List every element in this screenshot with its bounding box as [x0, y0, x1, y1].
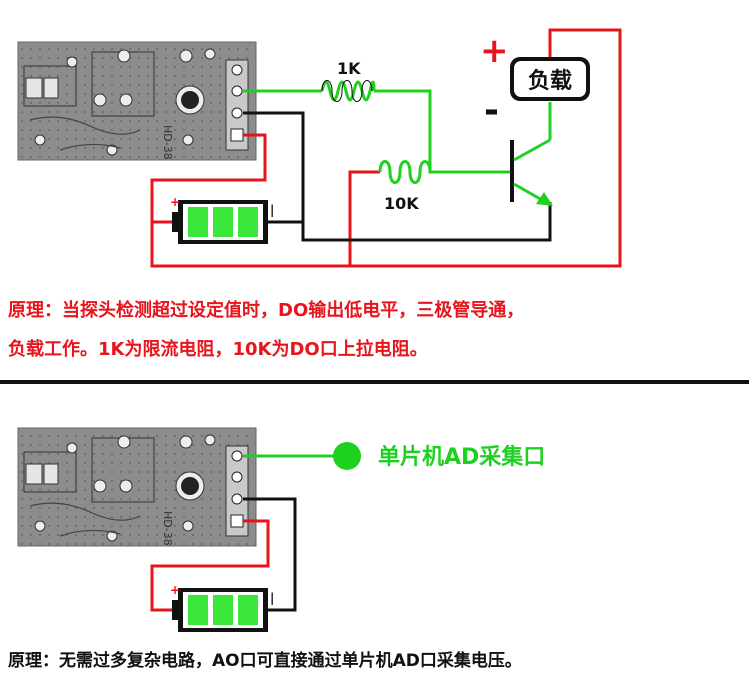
top-wires [150, 28, 622, 268]
bottom-circuit: HD-38 单片机AD采集口 + | [17, 427, 545, 632]
top-battery-minus: | [270, 203, 274, 217]
resistor-1k [320, 80, 376, 102]
top-sensor-board: HD-38 [17, 41, 257, 161]
bottom-battery-plus: + [170, 583, 180, 597]
bottom-battery-minus: | [270, 591, 274, 605]
top-principle-line-2: 负载工作。1K为限流电阻，10K为DO口上拉电阻。 [8, 339, 428, 360]
section-divider [0, 380, 749, 384]
resistor-10k [378, 160, 432, 184]
resistor-10k-label: 10K [384, 194, 419, 213]
bottom-principle: 原理：无需过多复杂电路，AO口可直接通过单片机AD口采集电压。 [8, 651, 522, 671]
top-battery [172, 200, 268, 244]
resistor-1k-label: 1K [337, 59, 361, 78]
top-principle-line-1: 原理：当探头检测超过设定值时，DO输出低电平，三极管导通， [8, 300, 525, 321]
mcu-ad-port-dot [333, 442, 361, 470]
bottom-sensor-board: HD-38 [17, 427, 257, 547]
load-plus-sign: + [480, 31, 509, 71]
load-box: 负载 [510, 57, 590, 101]
load-label: 负载 [528, 68, 572, 94]
top-board-model-text: HD-38 [161, 125, 174, 160]
top-battery-plus: + [170, 195, 180, 209]
bottom-wires [150, 454, 345, 612]
top-circuit: HD-38 [17, 28, 622, 268]
load-minus-sign: - [484, 90, 499, 131]
npn-transistor [510, 138, 553, 206]
bottom-board-model-text: HD-38 [161, 511, 174, 546]
bottom-battery [172, 588, 268, 632]
mcu-ad-port-label: 单片机AD采集口 [378, 444, 545, 470]
